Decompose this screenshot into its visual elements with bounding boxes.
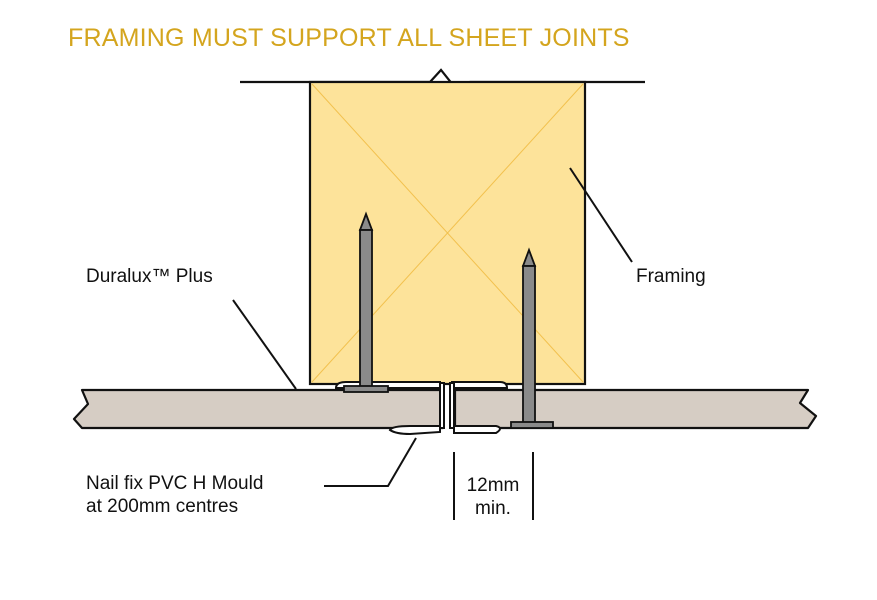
leader-h-mould — [324, 437, 417, 487]
sheet-right — [453, 388, 818, 430]
h-mould — [334, 381, 509, 436]
label-nail-line1: Nail fix PVC H Mould — [86, 473, 264, 494]
nail-left — [343, 211, 389, 393]
label-nail-line2: at 200mm centres — [86, 496, 239, 517]
label-gap-line1: 12mm — [466, 475, 520, 496]
framing-timber — [308, 80, 587, 386]
label-duralux-plus: Duralux™ Plus — [86, 266, 213, 287]
diagram-title: FRAMING MUST SUPPORT ALL SHEET JOINTS — [68, 24, 630, 52]
nail-right — [510, 247, 554, 429]
label-gap-dimension: 12mm min. — [458, 474, 528, 520]
leader-framing — [569, 167, 633, 263]
leader-duralux — [232, 299, 297, 390]
label-gap-line2: min. — [475, 498, 511, 519]
sheet-left — [72, 388, 445, 430]
label-framing: Framing — [636, 266, 706, 287]
label-nail-fix: Nail fix PVC H Mould at 200mm centres — [86, 472, 263, 518]
